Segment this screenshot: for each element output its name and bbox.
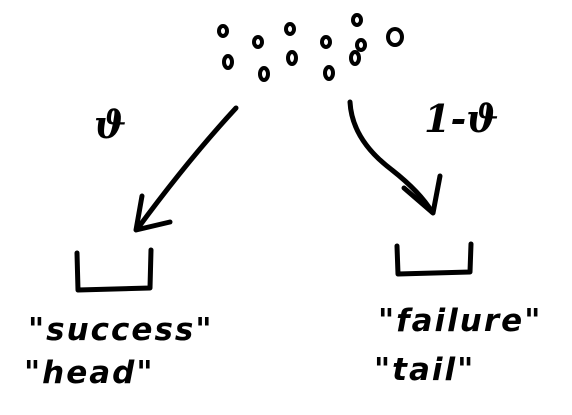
left-branch-arrow (133, 105, 239, 233)
left-bin (74, 247, 154, 293)
particle (351, 13, 363, 27)
right-outcome-tail: "tail" (374, 352, 476, 388)
particle (252, 35, 264, 49)
left-probability-label: ϑ (94, 102, 127, 147)
particle (323, 65, 335, 81)
particle (320, 35, 332, 49)
particle (349, 50, 361, 66)
particle (286, 50, 298, 66)
particle (386, 27, 404, 47)
left-outcome-success: "success" (28, 312, 214, 348)
right-bin (394, 241, 474, 277)
particle (284, 22, 296, 36)
right-arrow-shaft (347, 99, 435, 215)
particle (217, 24, 229, 38)
left-arrow-head (133, 193, 173, 233)
left-arrow-shaft (135, 105, 239, 231)
left-outcome-head: "head" (24, 355, 155, 391)
right-probability-label: 1-ϑ (424, 96, 499, 141)
particle-cluster (217, 13, 404, 82)
particle (222, 54, 234, 70)
particle (355, 38, 367, 52)
right-branch-arrow (347, 99, 443, 216)
right-arrow-head (401, 173, 443, 216)
right-outcome-failure: "failure" (378, 303, 543, 339)
particle (258, 66, 270, 82)
